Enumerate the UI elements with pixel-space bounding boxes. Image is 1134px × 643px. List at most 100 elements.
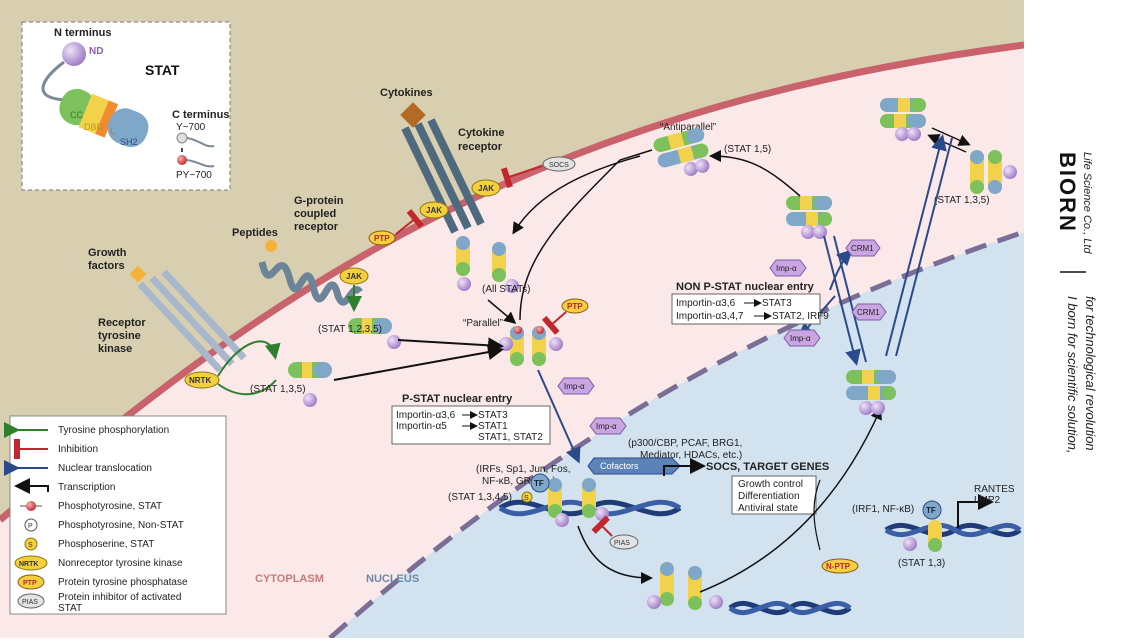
- svg-text:Imp-α: Imp-α: [776, 264, 797, 273]
- irf1-label: (IRF1, NF-κB): [852, 504, 914, 515]
- stat-dimer-nucleus-right: [846, 370, 896, 415]
- parallel-label: “Parallel”: [463, 318, 503, 329]
- svg-text:STAT3: STAT3: [762, 298, 792, 309]
- legend-pss-swatch: [24, 537, 38, 551]
- legend-nrtk-text: Nonreceptor tyrosine kinase: [58, 558, 183, 569]
- svg-text:Cofactors: Cofactors: [600, 461, 639, 471]
- svg-text:Importin-α5: Importin-α5: [396, 421, 447, 432]
- imp-alpha-badge-upper-right: [769, 259, 807, 277]
- cytokine-receptor-label-1: Cytokine: [458, 127, 504, 139]
- c-terminus-label: C terminus: [172, 109, 229, 121]
- svg-text:CRM1: CRM1: [851, 244, 874, 253]
- diagram-canvas: N terminus ND STAT CC DBD L SH2 C termin…: [0, 0, 1025, 640]
- svg-text:PIAS: PIAS: [22, 599, 38, 606]
- phosphotyrosine-site: [177, 155, 187, 165]
- cytokine-receptor: Cytokines Cytokine receptor JAK JAK SOCS: [380, 87, 576, 234]
- stat-dimer-antiparallel: [653, 128, 710, 176]
- l-label: L: [110, 126, 115, 136]
- growth-factor-ligand: [129, 265, 147, 283]
- svg-text:NRTK: NRTK: [189, 376, 211, 385]
- peptide-ligand: [265, 240, 277, 252]
- non-pstat-box: [671, 293, 821, 325]
- stat-dimer-top-right: [880, 98, 926, 141]
- tf-badge-left: [530, 473, 550, 493]
- stat135-right-label: (STAT 1,3,5): [934, 195, 990, 206]
- cc-label: CC: [70, 110, 83, 120]
- stat-dimer-parallel: [499, 326, 563, 366]
- rtk-label-1: Receptor: [98, 317, 146, 329]
- ptp-badge-parallel: [561, 298, 589, 314]
- gpcr: Peptides G-protein coupled receptor JAK …: [232, 195, 424, 312]
- receptor-tyrosine-kinase: Growth factors Receptor tyrosine kinase …: [88, 247, 281, 396]
- stat1235-label: (STAT 1,2,3,5): [318, 324, 382, 335]
- rtk-label-3: kinase: [98, 343, 132, 355]
- rtk-label-2: tyrosine: [98, 330, 141, 342]
- brand-slogan-1: I born for scientific solution,: [1065, 296, 1080, 454]
- svg-text:PTP: PTP: [567, 302, 583, 311]
- lmp2-label: LMP2: [974, 495, 1001, 506]
- rantes-label: RANTES: [974, 484, 1015, 495]
- cytokine-ligand: [400, 102, 426, 128]
- jak-badge-upper: [471, 179, 501, 197]
- legend-pias-text: Protein inhibitor of activated: [58, 592, 181, 603]
- imp-alpha-badge-left-1: [557, 377, 595, 395]
- svg-text:STAT2, IRF9: STAT2, IRF9: [772, 311, 829, 322]
- stat-label: STAT: [145, 62, 180, 78]
- non-pstat-title: NON P-STAT nuclear entry: [676, 281, 815, 293]
- svg-text:S: S: [28, 542, 33, 549]
- nd-label: ND: [89, 46, 103, 57]
- svg-text:SOCS: SOCS: [549, 162, 569, 169]
- svg-text:CRM1: CRM1: [857, 308, 880, 317]
- nucleus-region: [330, 232, 1024, 638]
- stat-structure-inset: N terminus ND STAT CC DBD L SH2 C termin…: [21, 21, 231, 191]
- outcome-box: [731, 475, 817, 515]
- legend-nrtk-swatch: [14, 555, 48, 571]
- crm1-badge-bottom: [851, 303, 887, 321]
- svg-text:Growth control: Growth control: [738, 479, 803, 490]
- stat1345-label: (STAT 1,3,4,5): [448, 492, 512, 503]
- stat-glyph-rtk: [288, 362, 332, 407]
- nuclear-envelope: [328, 229, 1025, 640]
- legend-ptp-text: Protein tyrosine phosphatase: [58, 577, 188, 588]
- svg-text:STAT1: STAT1: [478, 421, 508, 432]
- tf-badge-right: [922, 500, 942, 520]
- legend-pias-text-2: STAT: [58, 603, 82, 614]
- stat-glyph-receptor: [456, 236, 519, 293]
- svg-text:JAK: JAK: [346, 272, 362, 281]
- sh2-label: SH2: [120, 137, 138, 147]
- stat135-rtk-label: (STAT 1,3,5): [250, 384, 306, 395]
- socs-badge: [542, 156, 576, 172]
- brand-text-layer: BIORN Life Science Co., Ltd I born for s…: [1055, 152, 1098, 454]
- tf-list-line-2: NF-κB, GR, etc.): [482, 476, 556, 487]
- svg-text:Importin-α3,6: Importin-α3,6: [396, 410, 456, 421]
- svg-text:Antiviral state: Antiviral state: [738, 503, 798, 514]
- legend-pyn-swatch: [24, 518, 38, 532]
- legend-ptp-swatch: [17, 574, 45, 590]
- svg-text:Imp-α: Imp-α: [790, 334, 811, 343]
- imp-alpha-badge-lower-right: [783, 329, 821, 347]
- svg-text:TF: TF: [534, 479, 544, 488]
- imp-alpha-badge-left-2: [589, 417, 627, 435]
- cytoplasm-label: CYTOPLASM: [255, 573, 324, 585]
- growth-factors-label-2: factors: [88, 260, 125, 272]
- coactivators-line-2: Mediator, HDACs, etc.): [640, 450, 742, 461]
- cytokine-receptor-label-2: receptor: [458, 141, 503, 153]
- svg-text:STAT3: STAT3: [478, 410, 508, 421]
- svg-text:JAK: JAK: [478, 184, 494, 193]
- svg-text:JAK: JAK: [426, 206, 442, 215]
- legend-inh-text: Inhibition: [58, 444, 98, 455]
- stat15-label: (STAT 1,5): [724, 144, 771, 155]
- ptp-badge-upper: [368, 230, 396, 246]
- svg-text:Importin-α3,4,7: Importin-α3,4,7: [676, 311, 744, 322]
- cofactors-badge: [587, 457, 681, 475]
- coactivators-line-1: (p300/CBP, PCAF, BRG1,: [628, 438, 742, 449]
- socs-target-genes-label: SOCS, TARGET GENES: [706, 461, 829, 473]
- stat-nd-right: [903, 537, 917, 551]
- svg-text:TF: TF: [926, 506, 936, 515]
- legend-tyr-text: Tyrosine phosphorylation: [58, 425, 169, 436]
- legend-pyn-text: Phosphotyrosine, Non-STAT: [58, 520, 184, 531]
- svg-text:PTP: PTP: [374, 234, 390, 243]
- tyrosine-site: [176, 132, 188, 144]
- nd-domain: [62, 42, 86, 66]
